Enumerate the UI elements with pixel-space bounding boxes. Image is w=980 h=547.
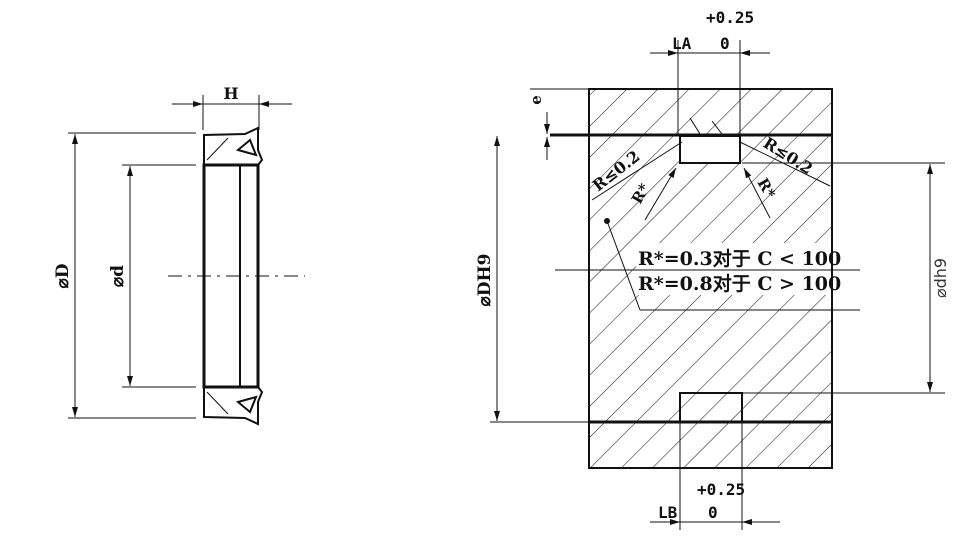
groove-section-view: +0.25 LA 0 +0.25 LB 0 e ⌀DH9 ⌀dh9 R≤0.2 … [475,8,950,530]
top-groove [679,135,741,164]
seal-lip-top [203,126,264,166]
top-tolerance-upper: +0.25 [706,8,754,27]
note-line-1: R*=0.3对于 C < 100 [638,247,841,270]
seal-body [202,163,260,389]
width-label: H [223,84,238,103]
housing-outline [588,88,833,469]
top-tolerance-lower: 0 [720,34,730,53]
housing-diameter-label: ⌀DH9 [475,254,495,307]
bottom-width-label: LB [658,503,678,522]
seal-section-view: H ⌀D ⌀d [53,84,305,426]
step-label: e [527,95,545,105]
top-width-label: LA [672,34,692,53]
seal-lip-bottom [203,386,264,426]
bottom-tolerance-lower: 0 [708,503,718,522]
outer-diameter-label: ⌀D [53,263,73,288]
inner-diameter-label: ⌀d [108,265,128,287]
bottom-tolerance-upper: +0.25 [697,480,745,499]
rod-diameter-label: ⌀dh9 [931,258,950,298]
note-line-2: R*=0.8对于 C > 100 [638,272,841,295]
